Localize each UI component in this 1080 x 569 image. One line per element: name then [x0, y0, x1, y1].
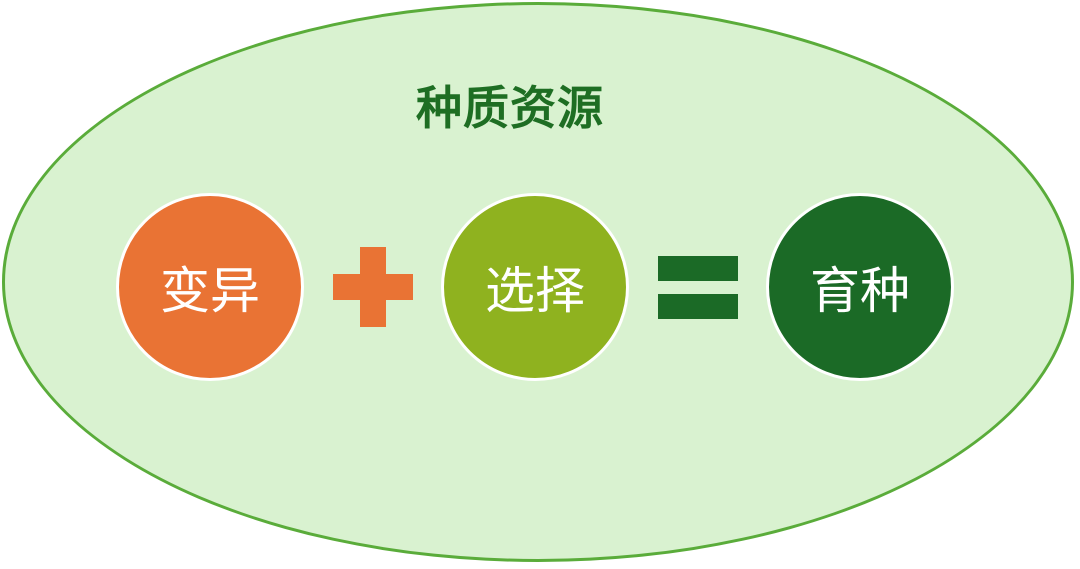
equals-bottom-bar [658, 294, 738, 319]
variation-circle: 变异 [116, 193, 304, 381]
diagram-title: 种质资源 [416, 81, 604, 135]
breeding-label: 育种 [810, 262, 910, 320]
plus-vertical-bar [360, 247, 386, 327]
equals-top-bar [658, 256, 738, 281]
selection-circle: 选择 [441, 193, 629, 381]
variation-label: 变异 [160, 262, 260, 320]
breeding-circle: 育种 [766, 193, 954, 381]
selection-label: 选择 [485, 262, 585, 320]
